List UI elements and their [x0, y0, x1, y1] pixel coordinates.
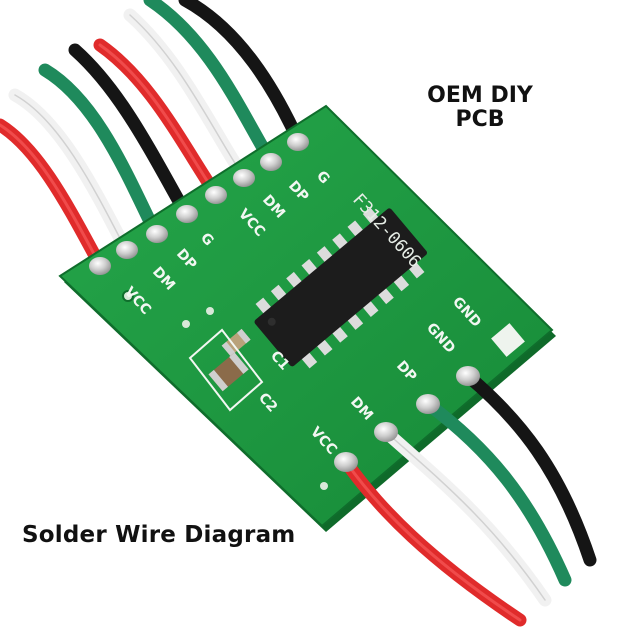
- input-solder-joints: [89, 133, 309, 275]
- output-solder-joints: [334, 366, 480, 472]
- oem-title: OEM DIY PCB: [400, 84, 560, 132]
- wire-black-out: [461, 369, 597, 567]
- wire-red-1: [0, 118, 107, 272]
- capacitor-c2: [208, 352, 249, 392]
- test-pad: [491, 323, 525, 357]
- ic-chip: [254, 207, 428, 369]
- oem-title-line2: PCB: [455, 107, 505, 132]
- wire-black-1: [68, 43, 192, 219]
- wire-black-2: [178, 0, 305, 147]
- wire-green-2: [143, 0, 277, 167]
- wire-white-1: [8, 88, 132, 255]
- diagram-caption: Solder Wire Diagram: [22, 522, 296, 548]
- oem-title-line1: OEM DIY: [427, 83, 533, 108]
- capacitor-c1: [221, 328, 251, 357]
- output-wires: [339, 369, 597, 627]
- wire-green-out: [421, 397, 572, 587]
- wire-green-1: [38, 63, 162, 239]
- input-wires: [0, 0, 305, 272]
